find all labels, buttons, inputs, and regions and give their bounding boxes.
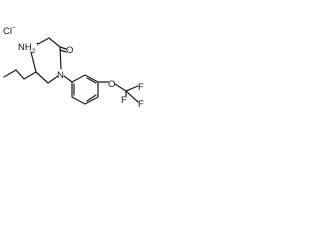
bond-ring-n-ch2: [47, 75, 59, 84]
bond-ring-ch-nh: [30, 51, 37, 73]
fluorine-label-3: F: [138, 99, 144, 110]
bond-carbonyl-1: [59, 46, 67, 50]
carbonyl-oxygen-label: O: [66, 45, 73, 56]
benzene-inner-bond-1: [86, 77, 97, 84]
benzene-inner-bond-2: [86, 94, 97, 102]
fluorine-label-1: F: [138, 82, 144, 93]
chloride-label: Cl−: [3, 25, 16, 37]
bond-c-f1: [125, 85, 139, 92]
bond-butyl-2: [15, 69, 25, 80]
ammonium-label: NH2+: [18, 41, 39, 55]
bond-butyl-3: [3, 69, 17, 78]
bond-butyl-1: [23, 71, 37, 80]
bond-n-aryl: [63, 75, 73, 83]
bond-ring-nh-ch2: [37, 37, 50, 45]
bond-ring-ch2-co: [48, 37, 61, 48]
bond-o-cf3: [114, 83, 127, 92]
bond-lines: [3, 37, 139, 105]
bond-ring-ch2-ch: [35, 71, 49, 84]
amide-nitrogen-label: N: [57, 70, 64, 81]
molecule-structure: Cl− NH2+ O N O F F F: [3, 25, 144, 110]
bond-carbonyl-2: [59, 49, 67, 53]
ether-oxygen-label: O: [108, 79, 115, 90]
bond-c-f3: [125, 90, 139, 103]
benzene-ring: [71, 74, 99, 105]
fluorine-label-2: F: [121, 95, 127, 106]
